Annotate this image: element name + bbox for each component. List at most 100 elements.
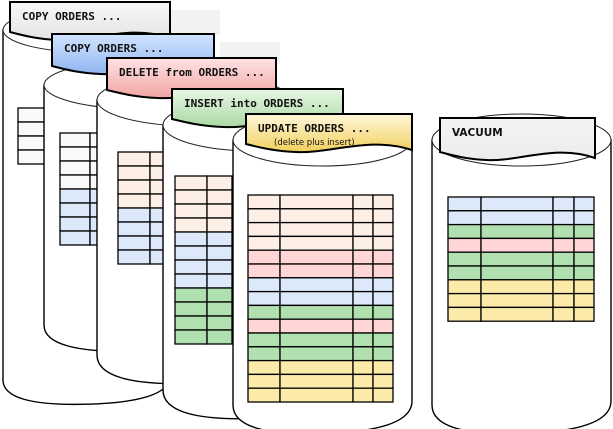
table-row — [447, 196, 595, 212]
table-cell-insert — [352, 332, 374, 348]
table-cell-insert — [552, 251, 575, 267]
table-cell-insert — [372, 304, 394, 320]
table-cell-update — [352, 387, 374, 403]
table-cell-copy — [117, 235, 151, 251]
table-row — [247, 221, 394, 238]
table-cell-delete_remaining — [247, 221, 281, 238]
table-cell-insert — [352, 346, 374, 362]
table-cell-delete_remaining — [372, 221, 394, 238]
table-row — [174, 245, 233, 261]
table-row — [117, 151, 171, 167]
table-row — [174, 315, 233, 331]
table-cell-delete_remaining — [117, 151, 151, 167]
operation-label: INSERT into ORDERS ... — [184, 97, 330, 110]
table-cell-insert — [174, 315, 208, 331]
table-row — [247, 249, 394, 265]
table-cell-insert — [206, 301, 233, 317]
table-cell-copy — [174, 231, 208, 247]
table-cell-deleted — [552, 237, 575, 253]
table-cell-update — [480, 279, 554, 295]
table-cell-delete_remaining — [117, 179, 151, 195]
table-row — [247, 235, 394, 251]
table-row — [247, 332, 394, 348]
table-cell-copy — [117, 249, 151, 265]
table-cell-deleted — [247, 318, 281, 334]
table-cell-insert — [573, 265, 595, 281]
table-cell-insert — [247, 332, 281, 348]
table-cell-delete_remaining — [174, 189, 208, 205]
table-cell-delete_remaining — [352, 235, 374, 251]
table-row — [247, 318, 394, 334]
table-cell-update — [447, 306, 482, 322]
table-cell-delete_remaining — [247, 235, 281, 251]
table-cell-copy — [117, 207, 151, 223]
table-cell-insert — [447, 223, 482, 240]
table-cell-delete_remaining — [206, 203, 233, 219]
table-cell-copy — [480, 196, 554, 212]
table-cell-update — [372, 387, 394, 403]
table-row — [117, 249, 171, 265]
table-row — [117, 235, 171, 251]
table-cell-deleted — [447, 237, 482, 253]
table-cell-insert — [480, 251, 554, 267]
table-row — [447, 292, 595, 309]
table-cell-deleted — [247, 249, 281, 265]
table-cell-delete_remaining — [372, 235, 394, 251]
table-cell-delete_remaining — [174, 175, 208, 191]
table-cell-insert — [206, 329, 233, 345]
table-row — [247, 208, 394, 224]
table-cell-delete_remaining — [279, 235, 354, 251]
table-cell-copy — [59, 216, 91, 232]
table-cell-copy — [206, 273, 233, 289]
table-cell-update — [279, 387, 354, 403]
table-cell-insert — [372, 346, 394, 362]
table-row — [117, 207, 171, 223]
table-row — [447, 210, 595, 226]
table-cell-insert — [279, 304, 354, 320]
table-cell-update — [372, 359, 394, 376]
table-row — [59, 174, 101, 190]
table-cell-update — [573, 292, 595, 309]
operation-tab-vacuum — [439, 117, 596, 162]
table-cell-copy — [59, 202, 91, 218]
operation-label: COPY ORDERS ... — [64, 42, 163, 55]
table-row — [174, 301, 233, 317]
table-cell-deleted — [352, 318, 374, 334]
table-cell-delete_remaining — [352, 208, 374, 224]
table-cell-update — [279, 359, 354, 376]
table-cell-copy — [174, 245, 208, 261]
table-row — [247, 277, 394, 293]
table-cell-delete_remaining — [206, 217, 233, 233]
table-cell-update — [352, 359, 374, 376]
table-cell-update — [372, 373, 394, 389]
table-row — [174, 231, 233, 247]
operation-sublabel: (delete plus insert) — [274, 138, 355, 148]
table-cell-insert — [247, 346, 281, 362]
table-row — [247, 373, 394, 389]
table-cell-insert — [447, 265, 482, 281]
table-cell-deleted — [247, 263, 281, 279]
table-cell-insert — [480, 265, 554, 281]
table-cell-update — [247, 373, 281, 389]
table-cell-original — [59, 160, 91, 176]
table-row — [447, 223, 595, 240]
table-cell-insert — [372, 332, 394, 348]
table-row — [174, 287, 233, 303]
table-row — [59, 160, 101, 176]
table-cell-copy — [206, 231, 233, 247]
table-cell-delete_remaining — [117, 193, 151, 209]
table-cell-deleted — [279, 318, 354, 334]
table-cell-insert — [174, 287, 208, 303]
table-cell-original — [59, 174, 91, 190]
table-cell-insert — [279, 346, 354, 362]
table-cell-copy — [573, 196, 595, 212]
table-cell-deleted — [279, 249, 354, 265]
table-row — [447, 251, 595, 267]
operation-label: UPDATE ORDERS ... — [258, 122, 371, 135]
table-row — [59, 216, 101, 232]
table-cell-copy — [573, 210, 595, 226]
table-cell-update — [447, 292, 482, 309]
table-cell-insert — [279, 332, 354, 348]
table-cell-delete_remaining — [372, 194, 394, 210]
table-cell-copy — [480, 210, 554, 226]
